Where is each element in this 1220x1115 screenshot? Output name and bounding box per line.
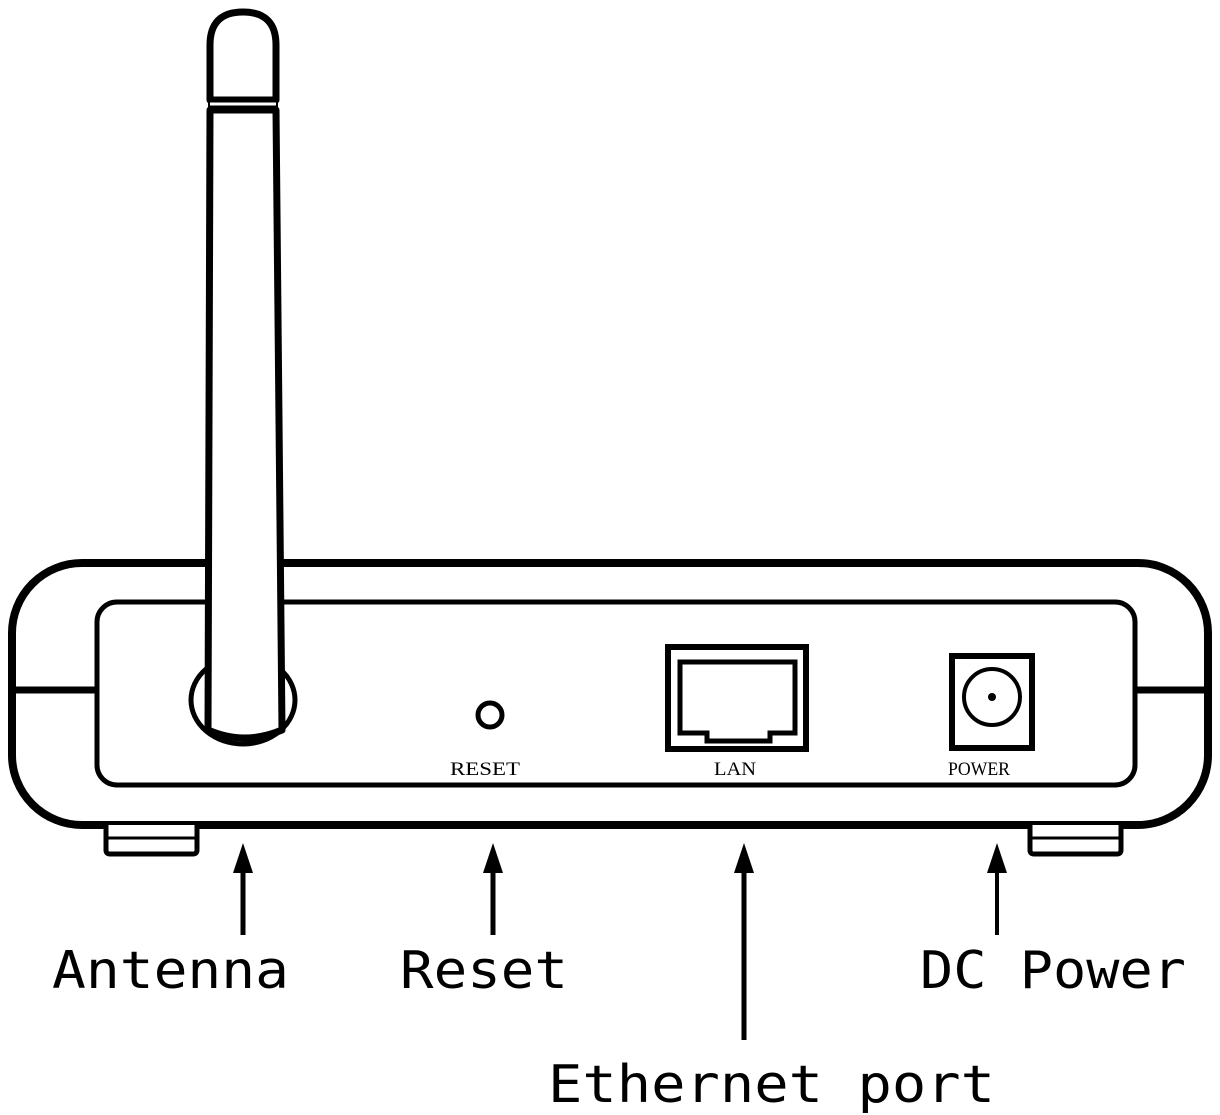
- arrow-ethernet: [734, 843, 754, 1040]
- power-panel-label: POWER: [948, 759, 1010, 780]
- rear-panel: [94, 599, 1138, 788]
- lan-panel-label: LAN: [714, 759, 756, 780]
- foot-right: [1027, 825, 1124, 857]
- callout-reset: Reset: [400, 941, 568, 1001]
- dc-power-jack: [949, 653, 1035, 751]
- callout-ethernet: Ethernet port: [548, 1055, 995, 1115]
- arrow-antenna: [233, 843, 253, 935]
- reset-button: [475, 700, 505, 730]
- foot-left: [103, 825, 200, 857]
- lan-port: [665, 644, 809, 752]
- reset-panel-label: RESET: [450, 759, 520, 780]
- antenna: [204, 8, 286, 742]
- arrow-dc-power: [987, 843, 1007, 935]
- callout-dc-power: DC Power: [920, 941, 1186, 1001]
- callout-antenna: Antenna: [52, 941, 289, 1001]
- arrow-reset: [483, 843, 503, 935]
